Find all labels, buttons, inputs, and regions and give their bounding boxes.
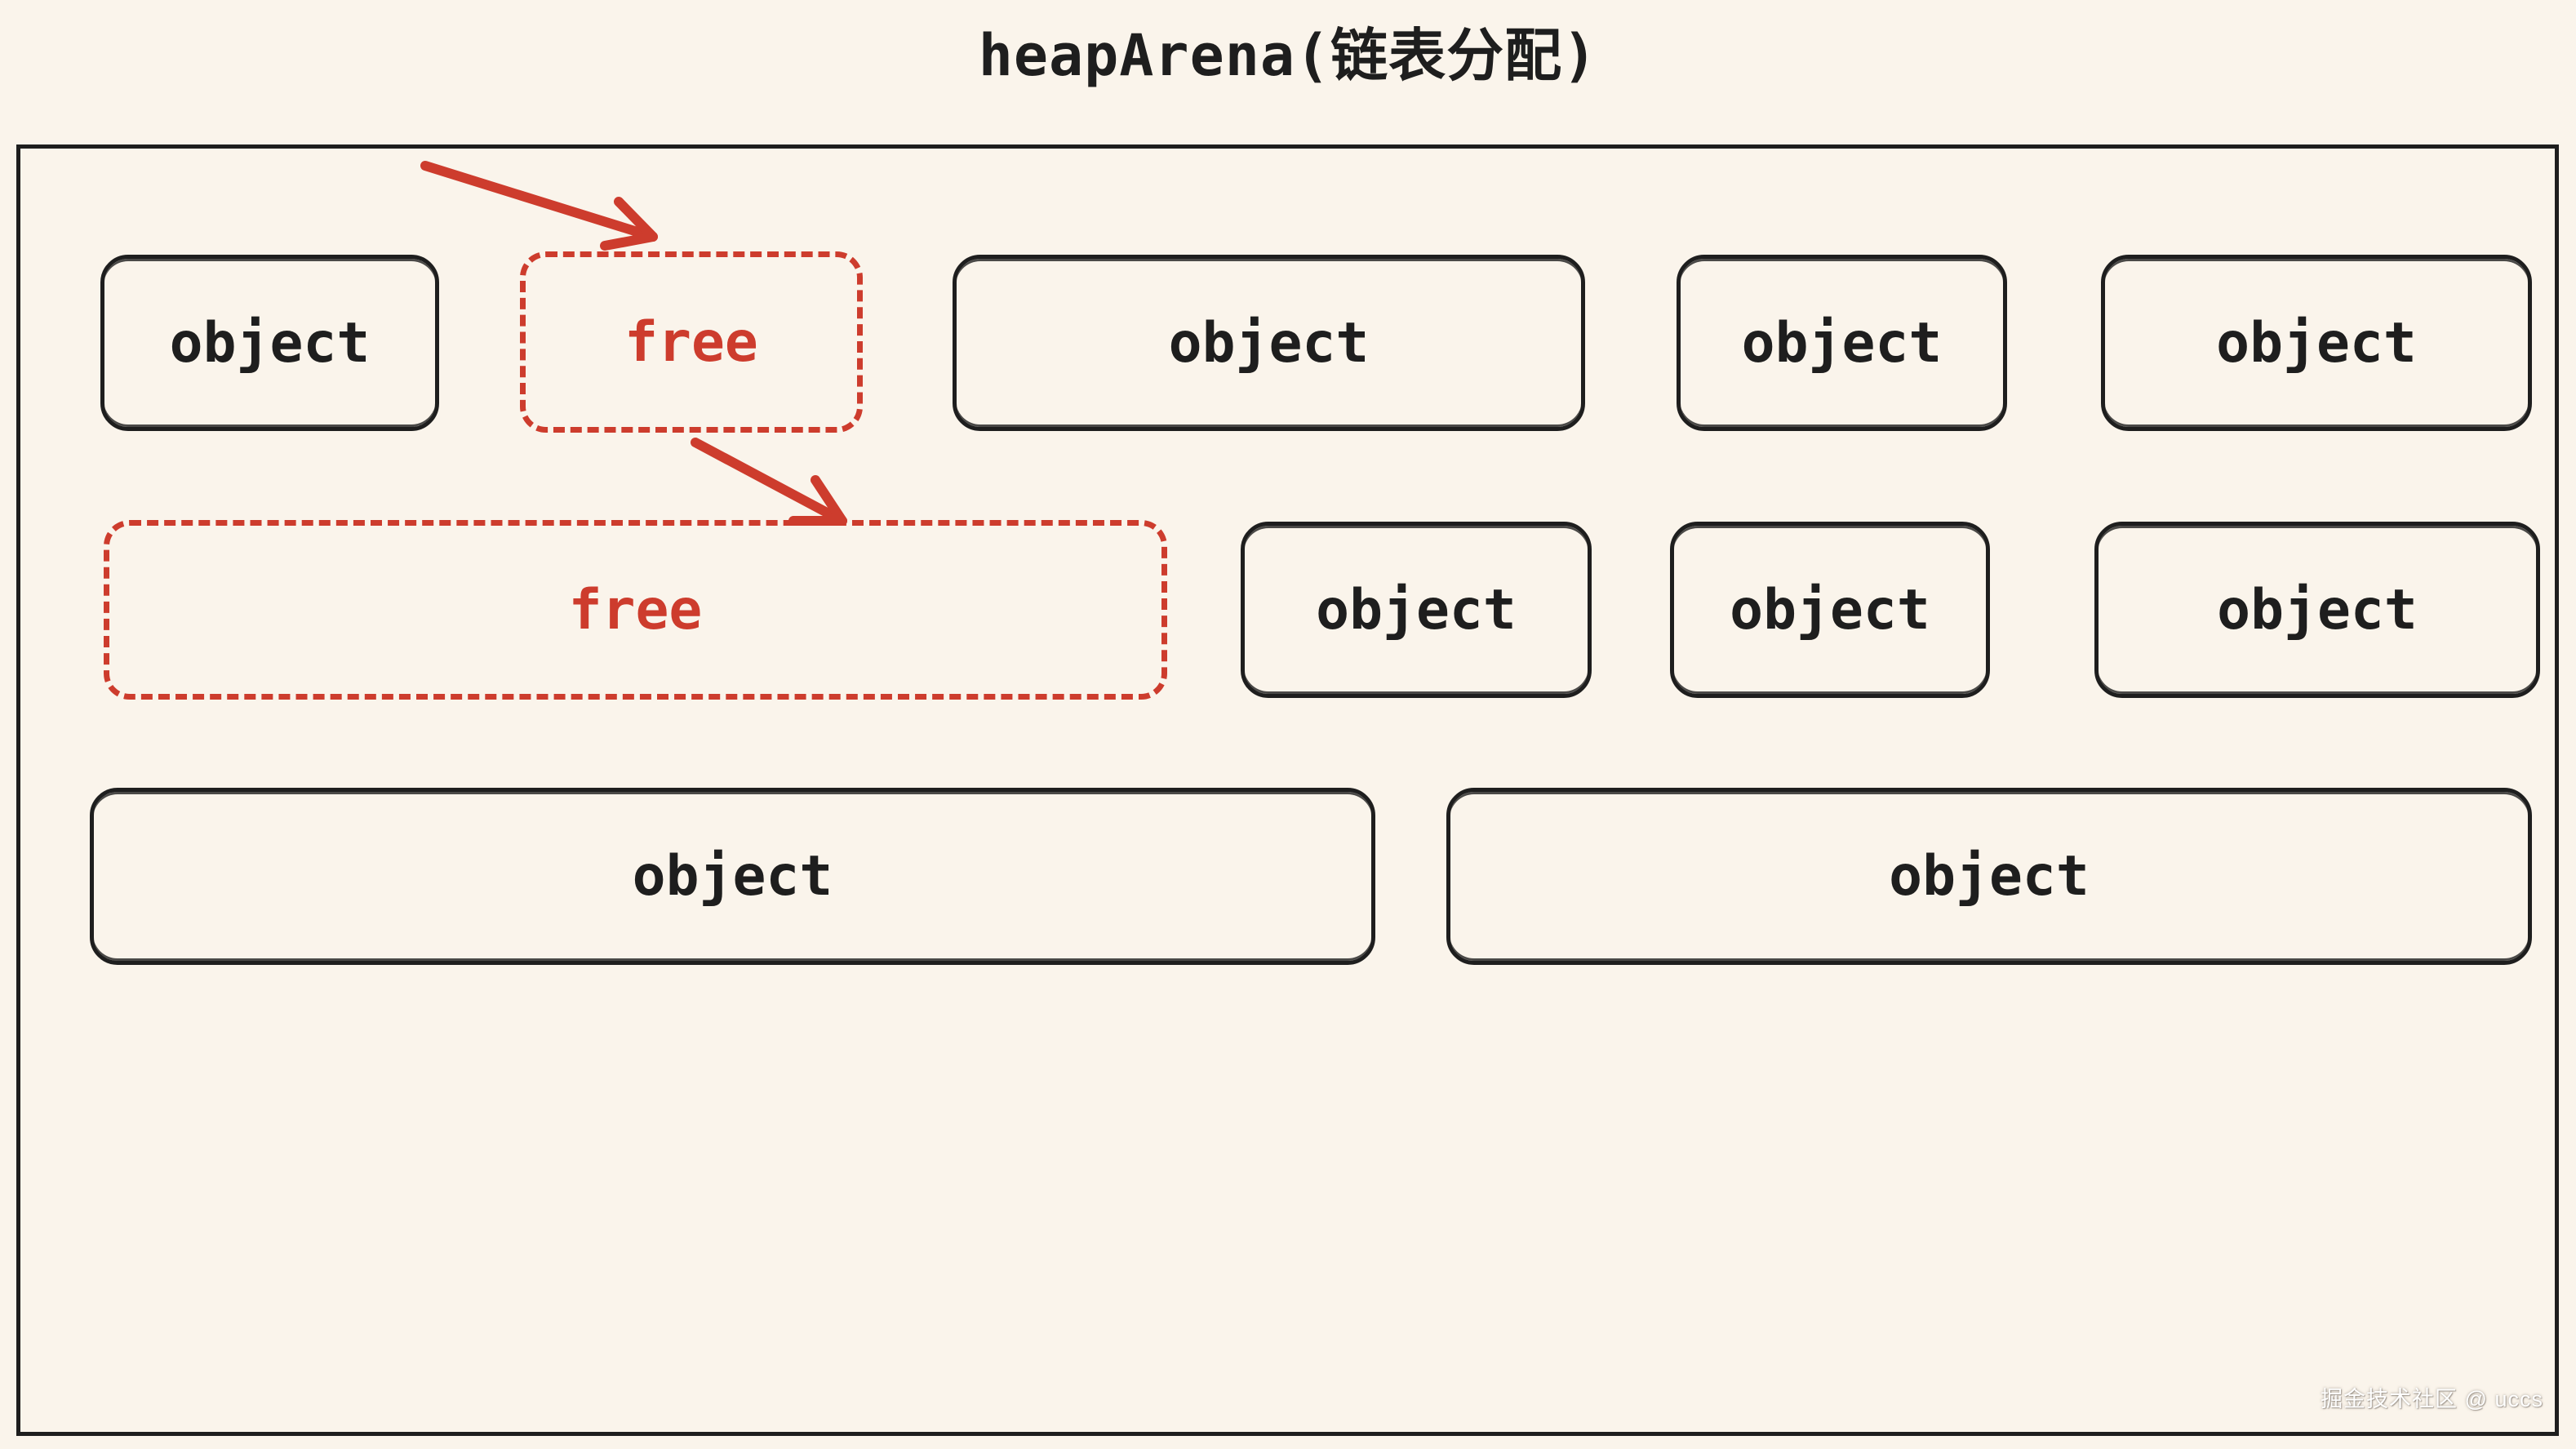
object-block: object [90, 788, 1375, 965]
free-block: free [520, 251, 863, 433]
object-block: object [1446, 788, 2532, 965]
diagram-title: heapArena(链表分配) [978, 22, 1598, 89]
object-block: object [953, 255, 1585, 431]
object-block: object [2101, 255, 2532, 431]
object-block: object [1670, 522, 1990, 698]
watermark: 掘金技术社区 @ uccs [2321, 1387, 2543, 1411]
object-block: object [100, 255, 439, 431]
free-block: free [104, 520, 1167, 700]
object-block: object [2094, 522, 2540, 698]
object-block: object [1241, 522, 1592, 698]
heap-arena-border [16, 144, 2559, 1436]
object-block: object [1677, 255, 2007, 431]
